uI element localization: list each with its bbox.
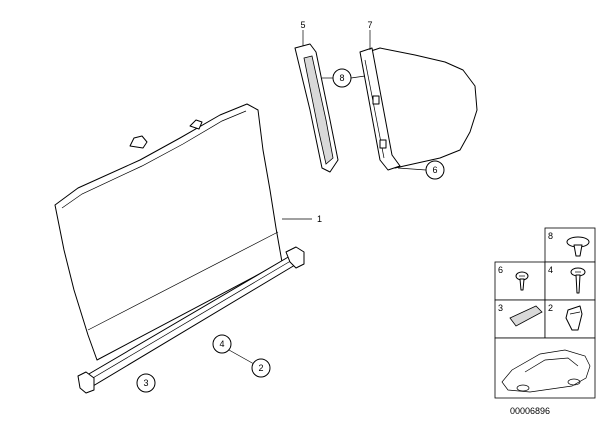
quarter-window xyxy=(359,30,478,171)
callout-circle-4 xyxy=(212,334,232,354)
long-screw-icon xyxy=(570,267,586,294)
sunblind-inner-edge xyxy=(61,110,247,209)
callout-6: 6 xyxy=(432,165,437,175)
callout-5: 5 xyxy=(300,20,305,30)
push-clip-icon xyxy=(566,236,590,257)
callout-2: 2 xyxy=(258,363,263,373)
sunblind-fold-line xyxy=(87,231,279,331)
callout-3: 3 xyxy=(143,378,148,388)
callout-1: 1 xyxy=(317,214,322,224)
callout-circle-6 xyxy=(425,160,445,180)
sunblind-shade-panel xyxy=(54,103,283,361)
legend-cell-4 xyxy=(544,261,596,301)
small-parts-legend: 8 6 4 3 2 xyxy=(494,227,596,399)
trim-strip-ribbed-face xyxy=(303,55,334,165)
quarter-window-frame xyxy=(359,47,401,171)
clip-nut-icon xyxy=(565,305,583,331)
callout-7: 7 xyxy=(367,20,372,30)
roller-bar-left-cap xyxy=(77,371,95,394)
sunblind-top-tab xyxy=(189,119,203,130)
legend-label-3: 3 xyxy=(498,303,503,313)
legend-label-2: 2 xyxy=(548,303,553,313)
legend-car-cell xyxy=(494,337,596,399)
roller-bar-right-cap xyxy=(285,246,305,269)
callout-circle-3 xyxy=(136,373,156,393)
frame-clip-top xyxy=(372,95,380,105)
diagram-number: 00006896 xyxy=(510,406,550,416)
legend-label-4: 4 xyxy=(548,265,553,275)
roller-bar-line xyxy=(85,258,295,383)
foam-pad-icon xyxy=(509,305,543,327)
legend-label-6: 6 xyxy=(498,265,503,275)
callout-8: 8 xyxy=(339,73,344,83)
leader-line-6 xyxy=(397,167,427,171)
legend-label-8: 8 xyxy=(548,231,553,241)
leader-line-4-2 xyxy=(228,349,255,365)
leader-line-8b xyxy=(350,75,366,79)
callout-circle-8 xyxy=(332,68,352,88)
callout-4: 4 xyxy=(219,339,224,349)
car-location-icon xyxy=(501,349,591,393)
trim-strip xyxy=(294,30,339,173)
sunblind-top-clip xyxy=(129,135,148,149)
sunblind-assembly xyxy=(54,103,312,394)
callout-circle-2 xyxy=(251,358,271,378)
frame-clip-bottom xyxy=(379,139,387,149)
small-screw-icon xyxy=(515,271,529,291)
